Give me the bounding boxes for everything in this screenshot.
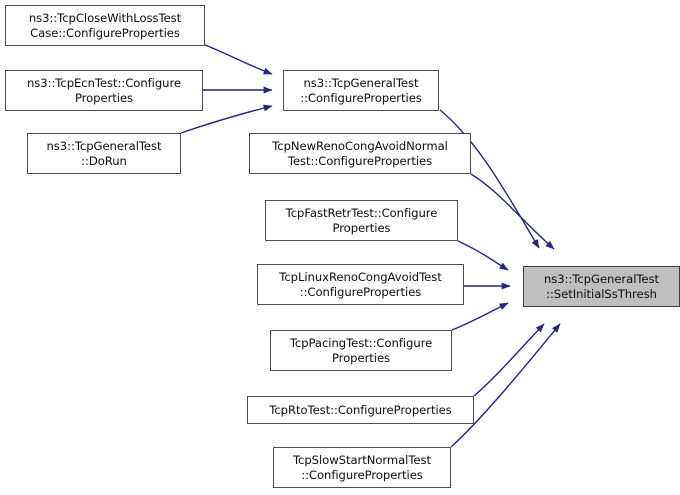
graph-node-label: ns3::TcpEcnTest::Configure Properties bbox=[26, 76, 181, 105]
graph-node-label: ns3::TcpGeneralTest ::DoRun bbox=[46, 139, 162, 168]
graph-node-label: TcpSlowStartNormalTest ::ConfigureProper… bbox=[292, 453, 431, 482]
graph-node-tcp-linux-reno-cong-avoid-test-configure-properties[interactable]: TcpLinuxRenoCongAvoidTest ::ConfigurePro… bbox=[257, 264, 464, 305]
graph-node-tcp-general-test-do-run[interactable]: ns3::TcpGeneralTest ::DoRun bbox=[27, 133, 181, 174]
graph-node-label: TcpNewRenoCongAvoidNormal Test::Configur… bbox=[272, 139, 448, 168]
graph-edge bbox=[457, 240, 509, 271]
graph-node-tcp-slow-start-normal-test-configure-properties[interactable]: TcpSlowStartNormalTest ::ConfigureProper… bbox=[273, 447, 451, 488]
graph-edge bbox=[470, 173, 555, 250]
graph-node-label: ns3::TcpGeneralTest ::ConfigurePropertie… bbox=[300, 76, 422, 105]
graph-node-tcp-close-with-loss-testcase-configure-properties[interactable]: ns3::TcpCloseWithLossTest Case::Configur… bbox=[5, 5, 205, 46]
graph-node-label: TcpPacingTest::Configure Properties bbox=[289, 336, 433, 365]
graph-node-set-initial-ss-thresh[interactable]: ns3::TcpGeneralTest ::SetInitialSsThresh bbox=[523, 266, 680, 307]
graph-node-tcp-rto-test-configure-properties[interactable]: TcpRtoTest::ConfigureProperties bbox=[247, 396, 474, 424]
graph-node-label: TcpFastRetrTest::Configure Properties bbox=[285, 206, 438, 235]
graph-edge bbox=[451, 302, 509, 331]
graph-edge bbox=[450, 323, 561, 448]
graph-node-label: TcpRtoTest::ConfigureProperties bbox=[269, 402, 452, 417]
graph-node-label: ns3::TcpGeneralTest ::SetInitialSsThresh bbox=[544, 272, 659, 301]
graph-node-tcp-general-test-configure-properties[interactable]: ns3::TcpGeneralTest ::ConfigurePropertie… bbox=[283, 70, 439, 111]
graph-node-tcp-fast-retr-test-configure-properties[interactable]: TcpFastRetrTest::Configure Properties bbox=[265, 200, 458, 241]
graph-node-tcp-new-reno-cong-avoid-normal-test-configure-properties[interactable]: TcpNewRenoCongAvoidNormal Test::Configur… bbox=[249, 133, 471, 174]
graph-node-tcp-ecn-test-configure-properties[interactable]: ns3::TcpEcnTest::Configure Properties bbox=[5, 70, 203, 111]
graph-edge bbox=[204, 44, 273, 75]
graph-node-tcp-pacing-test-configure-properties[interactable]: TcpPacingTest::Configure Properties bbox=[270, 330, 452, 371]
graph-edge bbox=[473, 323, 545, 397]
graph-node-label: TcpLinuxRenoCongAvoidTest ::ConfigurePro… bbox=[279, 270, 442, 299]
graph-node-label: ns3::TcpCloseWithLossTest Case::Configur… bbox=[28, 11, 182, 40]
